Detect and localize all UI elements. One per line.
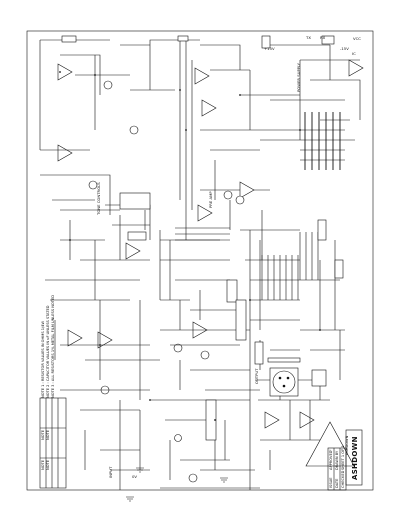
rev-note-4: NOTE <box>46 429 50 440</box>
transistor-symbols <box>88 80 245 483</box>
note-line-2: NOTE 2 : CAPACITOR VALUES IN uF UNLESS S… <box>46 305 50 398</box>
label-vcc: VCC <box>353 36 361 41</box>
xlr-connector <box>272 370 296 394</box>
label-minus-v: -15V <box>340 46 349 51</box>
notes-block: NOTE 1 : RESISTOR VALUES IN OHMS 1/4W NO… <box>41 295 55 398</box>
switch-block <box>267 357 327 387</box>
rev-note-2: NOTE <box>46 459 50 470</box>
title-block <box>39 397 67 489</box>
rev-note-1: NOTE <box>41 459 45 470</box>
label-gnd: 0V <box>132 474 137 479</box>
sheet-number: SHEET 1 OF 1 <box>341 445 345 470</box>
brand-ashdown-small: ASHDOWN <box>345 435 349 455</box>
label-plus-v: +15V <box>264 46 275 51</box>
label-input: INPUT <box>108 466 113 478</box>
sheet-border <box>26 30 374 491</box>
right-wiring <box>255 240 345 470</box>
label-tx: TX <box>305 35 311 40</box>
revision-notes: NOTE NOTE NOTE NOTE <box>41 429 50 470</box>
center-wiring <box>150 230 300 490</box>
label-rx: RX <box>320 35 326 40</box>
label-power-supply: POWER SUPPLY <box>296 62 301 92</box>
left-stage-wiring <box>40 149 190 490</box>
label-output: OUTPUT <box>254 368 259 384</box>
label-tone-controls: TONE CONTROLS <box>96 182 101 216</box>
component-boxes <box>61 35 344 441</box>
title-row-issue: ISSUE <box>329 477 333 488</box>
label-ic: IC <box>352 51 356 56</box>
title-row-drawn-by: DRAWN BY <box>335 450 339 470</box>
section-labels: POWER SUPPLY TONE CONTROLS INPUT OUTPUT … <box>96 35 361 479</box>
ground-symbols <box>126 467 228 502</box>
title-row-date: DATE <box>335 478 339 488</box>
title-row-approved: APPROVED <box>329 450 333 470</box>
note-line-1: NOTE 1 : RESISTOR VALUES IN OHMS 1/4W <box>41 320 45 398</box>
opamp-symbols <box>57 59 364 429</box>
top-stage-wiring <box>39 39 361 260</box>
title-strip: ISSUE DATE CHECKED APPROVED DRAWN BY SHE… <box>327 445 347 491</box>
warning-triangle-icon: ! <box>305 421 355 467</box>
junction-dots <box>59 71 321 421</box>
brand-ashdown: ASHDOWN <box>351 436 359 480</box>
label-pre-amp: PRE AMP <box>208 191 213 208</box>
title-row-checked: CHECKED <box>341 470 345 488</box>
bus-lines <box>175 227 319 300</box>
note-line-3: NOTE 3 : ALL RESISTORS 1% METAL FILM UNL… <box>51 295 55 398</box>
rev-note-3: NOTE <box>41 429 45 440</box>
svg-text:!: ! <box>329 449 330 453</box>
